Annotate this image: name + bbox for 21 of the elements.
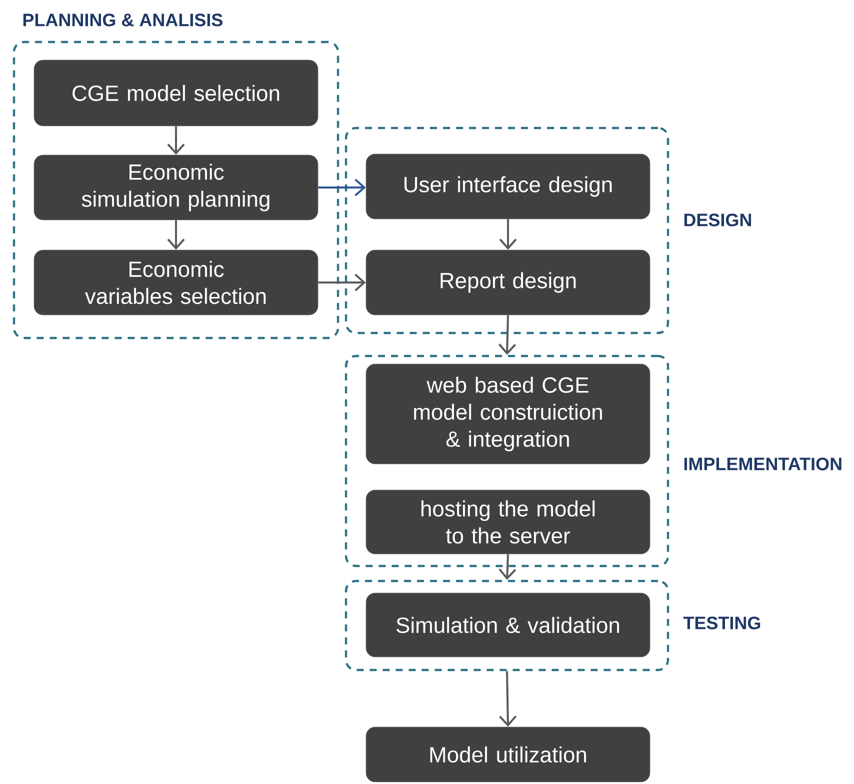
process-box: Economic simulation planning bbox=[34, 154, 318, 220]
node-label: IMPLEMENTATION bbox=[684, 458, 842, 470]
arrow bbox=[318, 274, 366, 292]
arrow bbox=[499, 219, 517, 250]
arrow bbox=[498, 554, 516, 580]
arrow bbox=[167, 126, 185, 155]
process-box: hosting the model to the server bbox=[366, 490, 650, 554]
process-box: Report design bbox=[366, 250, 650, 316]
process-box: Economic variables selection bbox=[34, 250, 318, 316]
process-box: User interface design bbox=[366, 154, 650, 220]
process-box: CGE model selection bbox=[34, 60, 318, 126]
process-box: Model utilization bbox=[366, 726, 650, 782]
arrow bbox=[499, 671, 517, 727]
process-box: Simulation & validation bbox=[366, 592, 650, 658]
node-label: DESIGN bbox=[684, 214, 752, 226]
arrow bbox=[318, 178, 366, 196]
process-box: web based CGE model construiction & integration bbox=[366, 364, 650, 464]
node-label: PLANNING & ANALISIS bbox=[23, 14, 222, 26]
arrow bbox=[498, 315, 516, 355]
arrow bbox=[167, 220, 185, 250]
node-label: TESTING bbox=[683, 616, 760, 630]
